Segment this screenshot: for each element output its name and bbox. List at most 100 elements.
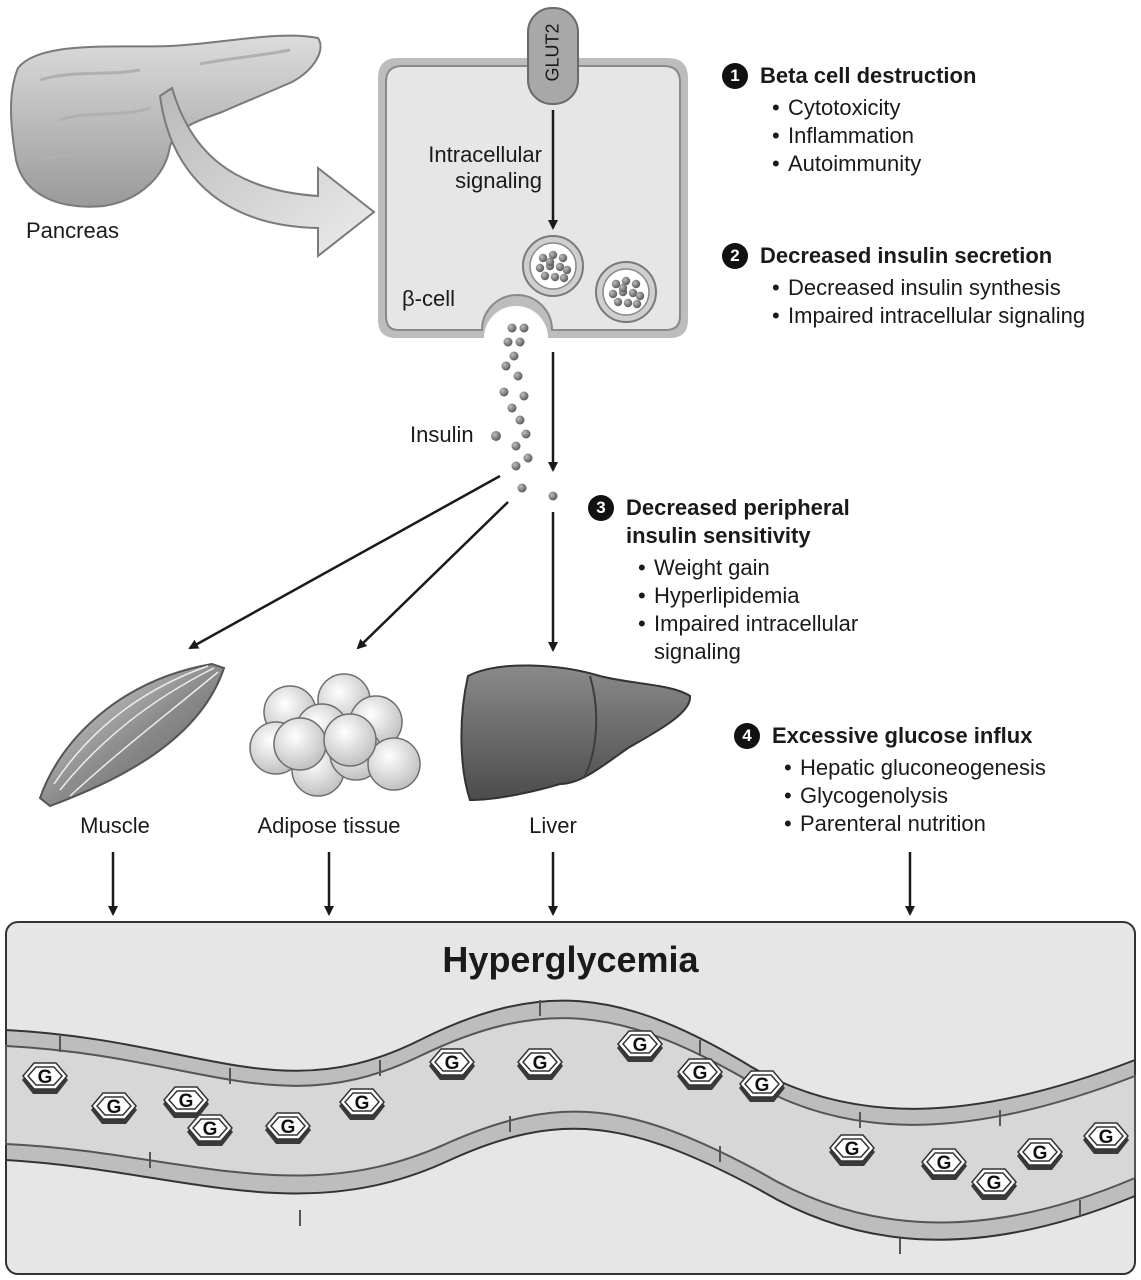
intracellular-signaling-label: Intracellular signaling xyxy=(428,142,542,193)
glucose-molecule: G xyxy=(90,1092,138,1125)
list-item: •Parenteral nutrition xyxy=(784,811,986,836)
section-number: 4 xyxy=(734,723,760,749)
insulin-dot xyxy=(523,453,533,463)
insulin-dot xyxy=(511,441,521,451)
insulin-dot xyxy=(509,351,519,361)
glucose-molecule: G xyxy=(21,1062,69,1095)
glucose-letter: G xyxy=(987,1173,1002,1194)
insulin-dot xyxy=(519,391,529,401)
list-item: •Hyperlipidemia xyxy=(638,583,800,608)
glucose-molecule: G xyxy=(186,1114,234,1147)
granule-dot xyxy=(548,250,558,260)
adipose-label: Adipose tissue xyxy=(257,813,401,838)
glucose-molecule: G xyxy=(1016,1138,1064,1171)
adipose-illustration xyxy=(249,673,421,797)
insulin-dot xyxy=(515,415,525,425)
granule-dot xyxy=(550,272,560,282)
insulin-dot xyxy=(511,461,521,471)
liver-illustration xyxy=(460,664,692,802)
insulin-label: Insulin xyxy=(410,422,474,447)
granule-dot xyxy=(559,273,569,283)
pancreas-to-cell-arrow xyxy=(158,86,376,259)
glucose-molecule: G xyxy=(616,1030,664,1063)
granule-dot xyxy=(628,288,638,298)
granule-dot xyxy=(558,253,568,263)
list-item: •Inflammation xyxy=(772,123,914,148)
glucose-letter: G xyxy=(845,1139,860,1160)
list-item: •Impaired intracellular signaling xyxy=(772,303,1086,328)
arrow-to-muscle xyxy=(188,474,501,650)
insulin-dot xyxy=(507,403,517,413)
insulin-dot xyxy=(517,483,527,493)
glucose-letter: G xyxy=(445,1053,460,1074)
glucose-molecule: G xyxy=(338,1088,386,1121)
beta-cell-label: β-cell xyxy=(402,286,455,311)
insulin-dot xyxy=(499,387,509,397)
glucose-letter: G xyxy=(355,1093,370,1114)
section-number: 3 xyxy=(588,495,614,521)
glucose-molecule: G xyxy=(264,1112,312,1145)
granule-dot xyxy=(613,297,623,307)
section-number: 1 xyxy=(722,63,748,89)
glucose-letter: G xyxy=(693,1063,708,1084)
section-beta-cell-destruction: 1 Beta cell destruction •Cytotoxicity •I… xyxy=(722,62,976,178)
hyperglycemia-title: Hyperglycemia xyxy=(442,939,699,980)
glucose-letter: G xyxy=(1033,1143,1048,1164)
granule-contents xyxy=(535,250,645,309)
glucose-letter: G xyxy=(203,1119,218,1140)
list-item: •Cytotoxicity xyxy=(772,95,901,120)
muscle-illustration xyxy=(38,662,226,808)
section-title: Excessive glucose influx xyxy=(772,723,1033,748)
granule-dot xyxy=(562,265,572,275)
section-title: Decreased insulin secretion xyxy=(760,243,1053,268)
insulin-dot xyxy=(503,337,513,347)
fat-cell xyxy=(323,713,377,767)
blood-vessel xyxy=(5,999,1136,1254)
section-title: Decreased peripheral insulin sensitivity xyxy=(626,495,850,548)
glucose-letter: G xyxy=(1099,1127,1114,1148)
glucose-molecule: G xyxy=(162,1086,210,1119)
glut2-label: GLUT2 xyxy=(542,23,562,82)
insulin-dot xyxy=(519,323,529,333)
liver-label: Liver xyxy=(529,813,577,838)
list-item: •Decreased insulin synthesis xyxy=(772,275,1061,300)
granule-dot xyxy=(540,271,550,281)
granule-dot xyxy=(555,262,565,272)
glucose-letter: G xyxy=(107,1097,122,1118)
glucose-molecule: G xyxy=(970,1168,1018,1201)
granule-dot xyxy=(635,291,645,301)
glucose-molecule: G xyxy=(920,1148,968,1181)
list-item: •Hepatic gluconeogenesis xyxy=(784,755,1046,780)
glucose-letter: G xyxy=(937,1153,952,1174)
granule-dot xyxy=(623,298,633,308)
insulin-dot xyxy=(548,491,558,501)
glucose-molecule: G xyxy=(676,1058,724,1091)
glucose-letter: G xyxy=(179,1091,194,1112)
glucose-letter: G xyxy=(533,1053,548,1074)
glucose-molecule: G xyxy=(828,1134,876,1167)
glucose-letter: G xyxy=(633,1035,648,1056)
granule-dot xyxy=(621,276,631,286)
glucose-molecule: G xyxy=(738,1070,786,1103)
insulin-dot xyxy=(513,371,523,381)
glucose-letter: G xyxy=(755,1075,770,1096)
fat-cell xyxy=(367,737,421,791)
pancreas-label: Pancreas xyxy=(26,218,119,243)
list-item: •Weight gain xyxy=(638,555,770,580)
insulin-dot xyxy=(501,361,511,371)
glucose-molecule: G xyxy=(428,1048,476,1081)
granule-dot xyxy=(535,263,545,273)
glucose-molecule: G xyxy=(1082,1122,1130,1155)
insulin-secretion-dots xyxy=(499,323,558,501)
glucose-letter: G xyxy=(38,1067,53,1088)
section-decreased-peripheral-insulin-sensitivity: 3 Decreased peripheral insulin sensitivi… xyxy=(588,494,896,666)
section-number: 2 xyxy=(722,243,748,269)
list-item: •Glycogenolysis xyxy=(784,783,948,808)
fat-cell xyxy=(273,717,327,771)
granule-dot xyxy=(618,283,628,293)
granule-dot xyxy=(611,279,621,289)
granule-dot xyxy=(545,257,555,267)
granule-dot xyxy=(608,289,618,299)
